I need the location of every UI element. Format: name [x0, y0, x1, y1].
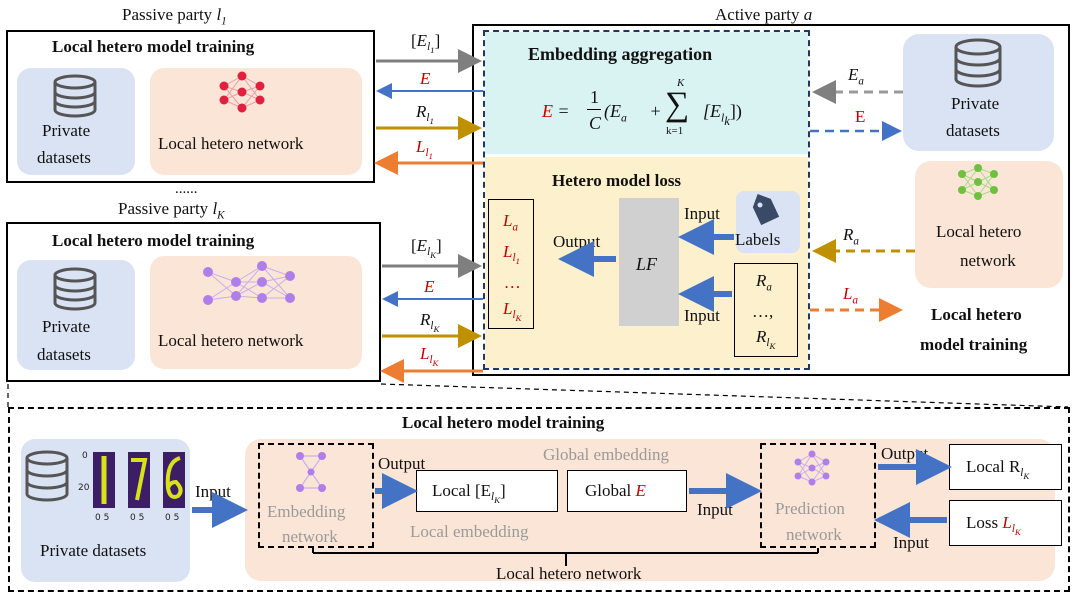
input-label-1: Input: [684, 204, 720, 223]
active-datasets-label-1: Private: [951, 94, 1000, 113]
green-network-icon: [958, 164, 998, 200]
bottom-input-mid: Input: [697, 500, 733, 519]
prediction-network-icon: [794, 450, 830, 486]
loss-box: [949, 500, 1062, 546]
loss-label: Loss LlK: [966, 513, 1021, 538]
zoom-connector-right: [380, 383, 1069, 408]
global-embedding-label: Global embedding: [543, 445, 670, 464]
local-E-box: [416, 470, 558, 512]
embedding-network-label-2: network: [282, 527, 338, 546]
mid-gray-arrow-label: [ElK]: [411, 236, 442, 261]
passiveK-datasets-label-2: datasets: [37, 345, 91, 364]
mid-blue-arrow-label: E: [424, 277, 435, 296]
active-network-label-2: network: [960, 251, 1016, 270]
loss-a: La: [503, 211, 518, 234]
r-dots: …,: [752, 302, 774, 321]
purple-network-icon: [203, 261, 295, 305]
top-blue-arrow-label: E: [420, 69, 431, 88]
right-blue-arrow-label: E: [855, 107, 866, 126]
embedding-network-frame: [258, 443, 374, 548]
prediction-network-label-1: Prediction: [775, 499, 845, 518]
local-R-label: Local RlK: [966, 457, 1030, 482]
database-icon: [954, 38, 1002, 88]
lf-block: [619, 198, 679, 326]
svg-text:0: 0: [82, 451, 88, 461]
bottom-input-right: Input: [893, 533, 929, 552]
database-icon: [53, 74, 97, 118]
bottom-datasets-label: Private datasets: [40, 541, 147, 560]
passive1-caption: Passive party l1: [122, 5, 227, 28]
loss-title: Hetero model loss: [552, 171, 682, 190]
mnist-digits-image: 0 20 0 5 0 5 0 5: [78, 451, 185, 523]
prediction-network-label-2: network: [786, 525, 842, 544]
aggregation-formula: E = 1 C (Ea + K ∑ k=1 [Elk]): [542, 77, 742, 137]
r-a: Ra: [756, 271, 772, 294]
passiveK-datasets-panel: [17, 260, 135, 370]
svg-text:0 5: 0 5: [165, 513, 179, 523]
passiveK-caption: Passive party lK: [118, 199, 225, 222]
active-network-label-1: Local hetero: [936, 222, 1022, 241]
lf-label: LF: [636, 254, 658, 274]
bottom-output-left: Output: [378, 454, 426, 473]
embedding-network-icon: [296, 452, 326, 492]
loss-dots: …: [505, 273, 521, 292]
bottom-network-caption: Local hetero network: [496, 564, 642, 583]
r-values-box: [734, 263, 798, 357]
svg-text:0 5: 0 5: [95, 513, 109, 523]
svg-text:0 5: 0 5: [130, 513, 144, 523]
aggregation-panel: [485, 32, 808, 154]
top-arrows: [374, 49, 483, 175]
passive1-datasets-panel: [17, 68, 135, 175]
database-icon: [25, 450, 69, 502]
top-gray-arrow-label: [El1]: [411, 31, 441, 56]
right-gold-arrow-label: Ra: [843, 225, 859, 248]
right-orange-arrow-label: La: [843, 284, 858, 307]
loss-arrows: [558, 219, 734, 312]
passive1-network-label: Local hetero network: [158, 134, 304, 153]
loss-lK: LlK: [503, 299, 522, 324]
mid-arrows: [380, 254, 483, 383]
active-training-title-2: model training: [920, 335, 1028, 354]
passiveK-network-panel: [150, 256, 362, 369]
mid-orange-arrow-label: LlK: [420, 344, 439, 369]
passive1-title: Local hetero model training: [52, 37, 255, 56]
local-R-box: [949, 444, 1062, 490]
global-E-label: Global E: [585, 481, 646, 500]
active-caption: Active party a: [715, 5, 813, 24]
svg-text:20: 20: [78, 483, 90, 493]
bottom-arrows: [192, 449, 952, 538]
bottom-dashed-frame: [8, 407, 1070, 592]
top-gold-arrow-label: Rl1: [416, 102, 434, 127]
bottom-title: Local hetero model training: [402, 413, 605, 432]
active-training-title-1: Local hetero: [931, 305, 1022, 324]
local-E-label: Local [ElK]: [432, 481, 506, 506]
losses-box: [488, 199, 534, 329]
passive1-datasets-label-1: Private: [42, 121, 91, 140]
passiveK-network-label: Local hetero network: [158, 331, 304, 350]
tag-icon: [752, 194, 780, 226]
red-network-icon: [219, 71, 265, 113]
active-datasets-label-2: datasets: [946, 121, 1000, 140]
passiveK-title: Local hetero model training: [52, 231, 255, 250]
active-dashed-frame: [483, 30, 810, 370]
mid-gold-arrow-label: RlK: [420, 310, 440, 335]
local-embedding-label: Local embedding: [410, 522, 529, 541]
loss-l1: Ll1: [503, 242, 520, 267]
r-lK: RlK: [756, 327, 776, 352]
passive1-datasets-label-2: datasets: [37, 148, 91, 167]
aggregation-title: Embedding aggregation: [528, 44, 713, 64]
database-icon: [53, 267, 97, 311]
passiveK-datasets-label-1: Private: [42, 317, 91, 336]
global-E-box: [567, 470, 687, 512]
network-bracket: [312, 548, 819, 566]
labels-label: Labels: [735, 230, 781, 249]
right-arrows: [810, 80, 915, 322]
top-orange-arrow-label: Ll1: [416, 137, 433, 162]
embedding-network-label-1: Embedding: [267, 502, 346, 521]
dots: ......: [175, 181, 198, 197]
active-network-panel: [915, 161, 1063, 288]
right-gray-arrow-label: Ea: [848, 65, 864, 88]
